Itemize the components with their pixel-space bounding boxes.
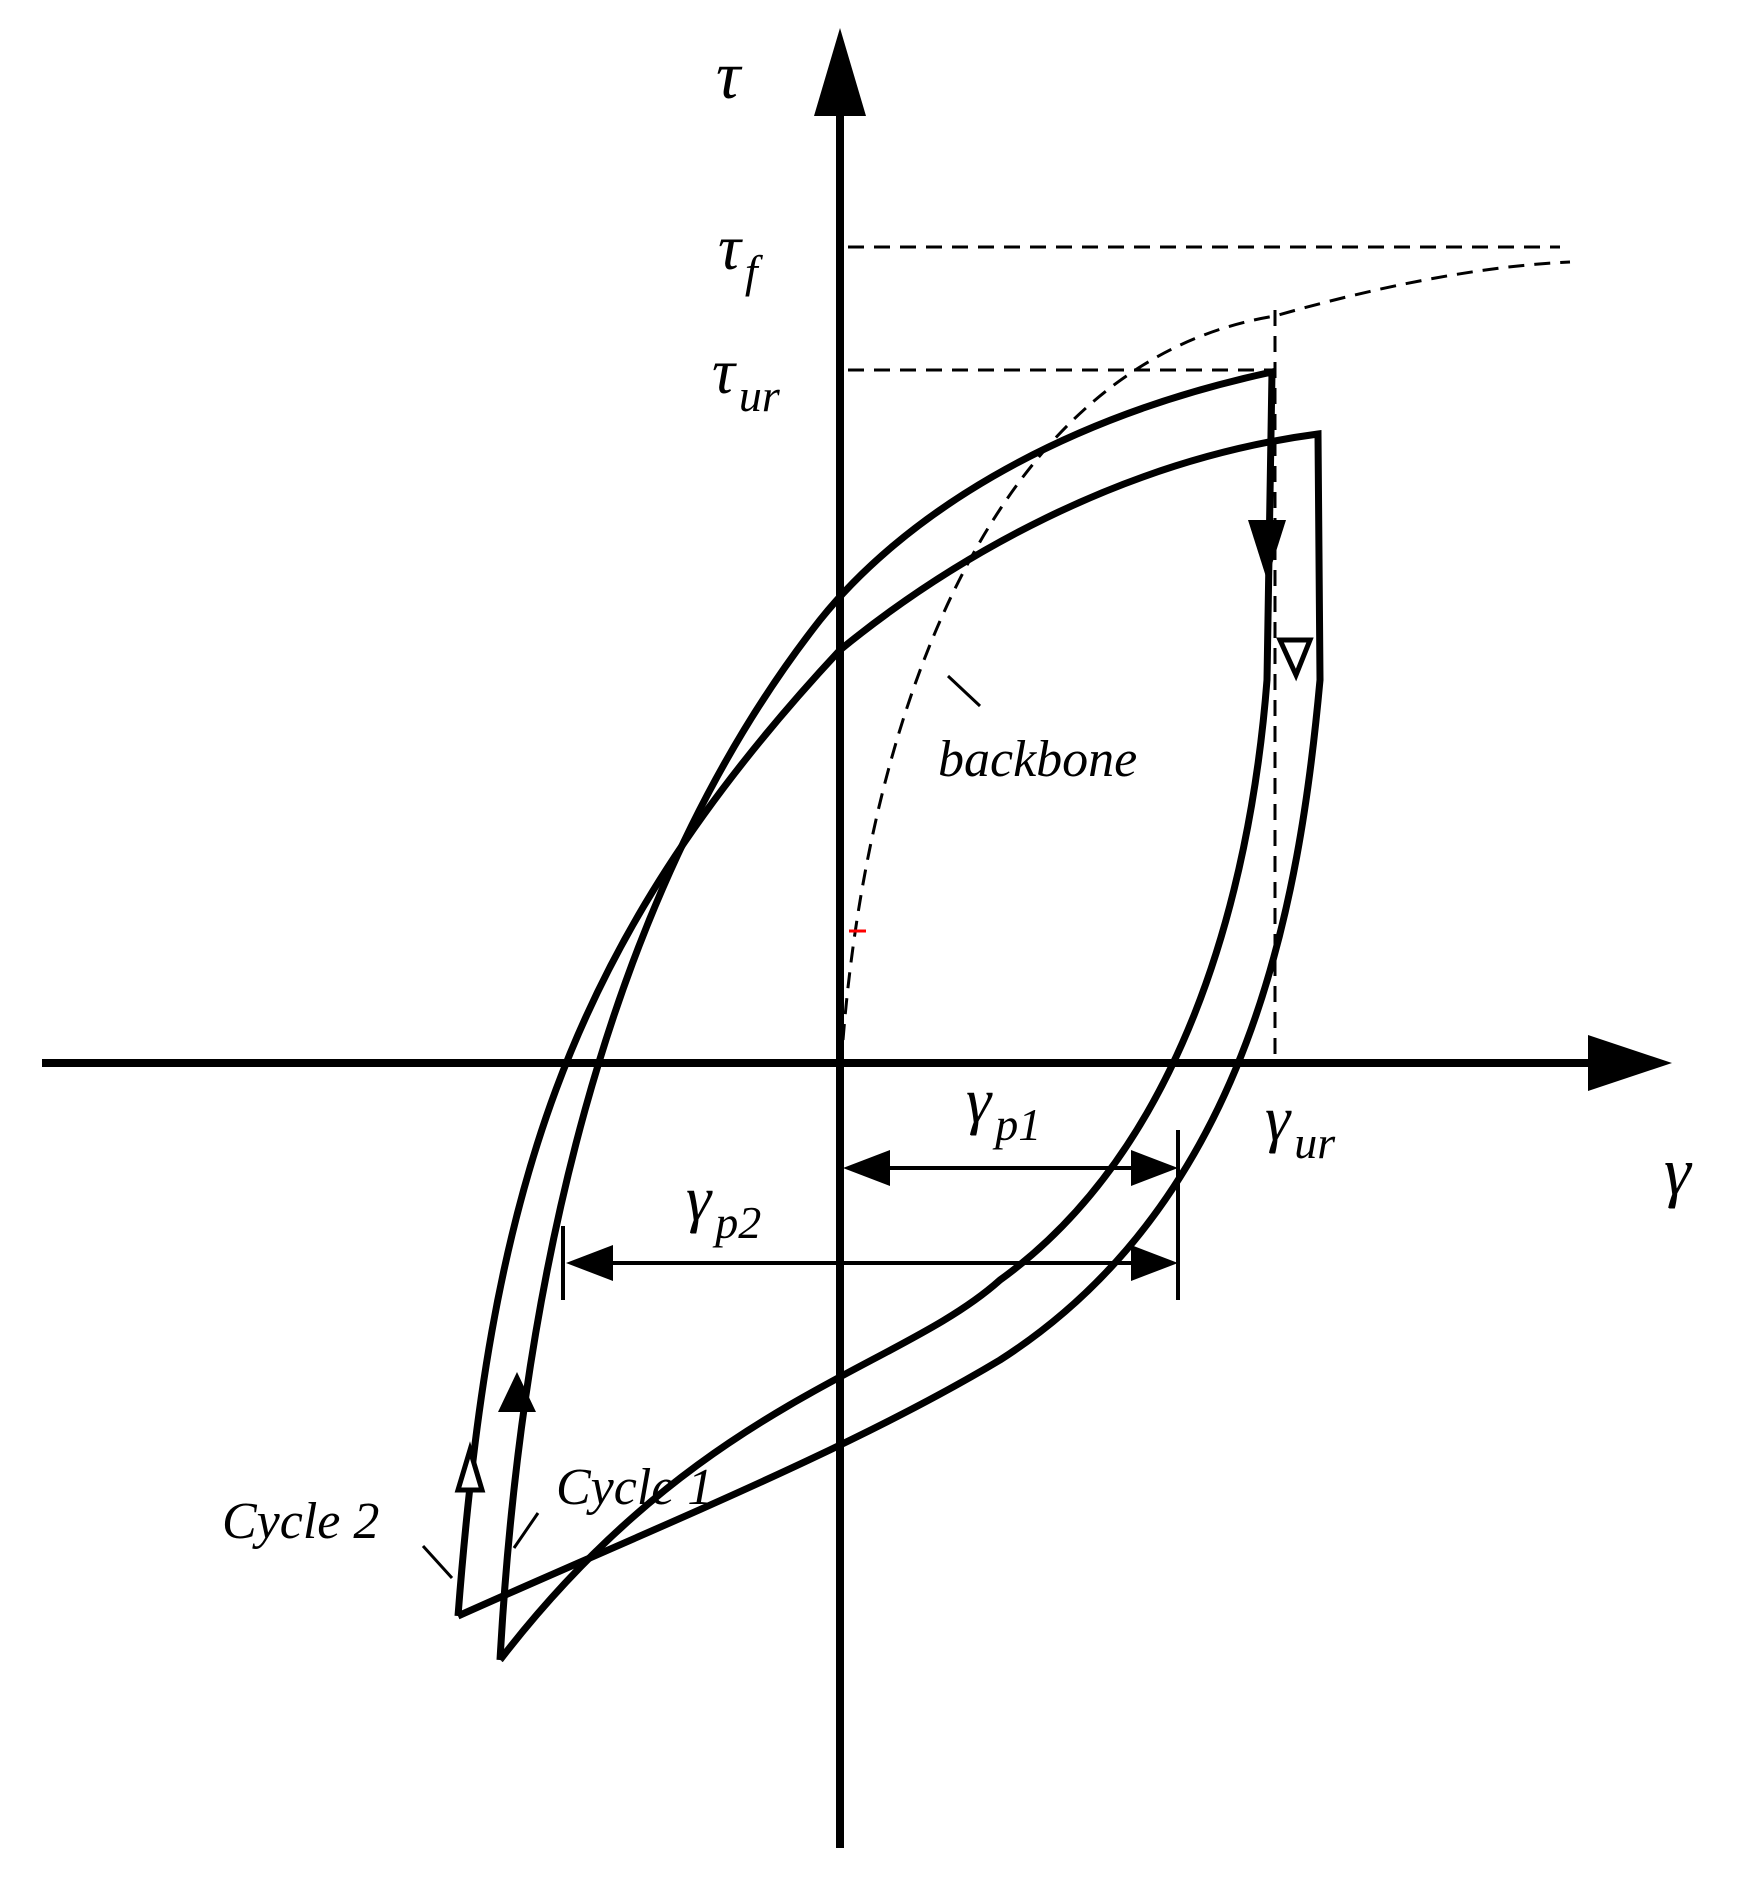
gamma-p2-right-arrowhead [1131, 1245, 1178, 1281]
gamma-p1-left-arrowhead [843, 1150, 890, 1186]
tau-f-label: τf [718, 212, 764, 297]
cycle-1-loop [496, 367, 1276, 1663]
tau-ur-main: τ [712, 336, 737, 407]
backbone-label: backbone [938, 731, 1137, 788]
x-axis-arrowhead [1588, 1035, 1672, 1091]
unloading-arrow-cycle-1 [1248, 520, 1286, 580]
dimension-arrowheads [566, 1150, 1178, 1281]
axes [42, 28, 1672, 1848]
gamma-p1-main: γ [966, 1065, 993, 1136]
tau-f-main: τ [718, 212, 743, 283]
gamma-p2-label: γp2 [686, 1163, 761, 1248]
tau-f-subscript: f [745, 246, 764, 297]
gamma-p1-subscript: p1 [992, 1099, 1041, 1150]
plastic-strain-dimensions [561, 1130, 1180, 1300]
y-axis-arrowhead [814, 28, 866, 116]
backbone-curve [841, 260, 1571, 1041]
loop-direction-arrows [454, 520, 1314, 1493]
gamma-ur-main: γ [1265, 1083, 1292, 1154]
reloading-arrow-cycle-2 [454, 1441, 486, 1493]
reloading-arrow-cycle-1 [498, 1372, 536, 1412]
cycle-2-leader [421, 1544, 454, 1580]
leader-lines [421, 674, 982, 1580]
cycle-1-leader [512, 1512, 540, 1549]
y-axis-label: τ [716, 37, 743, 113]
hysteresis-loops [454, 367, 1324, 1663]
reference-lines [841, 245, 1571, 1058]
gamma-p2-subscript: p2 [712, 1197, 761, 1248]
x-axis-label: γ [1664, 1133, 1693, 1209]
cycle-2-label: Cycle 2 [222, 1493, 379, 1550]
gamma-p1-label: γp1 [966, 1065, 1041, 1150]
cycle-2-loop [454, 430, 1324, 1620]
cycle-1-label: Cycle 1 [556, 1459, 713, 1516]
unloading-arrow-cycle-2 [1276, 637, 1314, 682]
tau-ur-subscript: ur [739, 370, 781, 421]
gamma-p1-right-arrowhead [1131, 1150, 1178, 1186]
backbone-leader [946, 674, 982, 708]
tau-ur-label: τur [712, 336, 781, 421]
gamma-p2-left-arrowhead [566, 1245, 613, 1281]
gamma-ur-label: γur [1265, 1083, 1336, 1168]
gamma-ur-subscript: ur [1294, 1117, 1336, 1168]
gamma-p2-main: γ [686, 1163, 713, 1234]
